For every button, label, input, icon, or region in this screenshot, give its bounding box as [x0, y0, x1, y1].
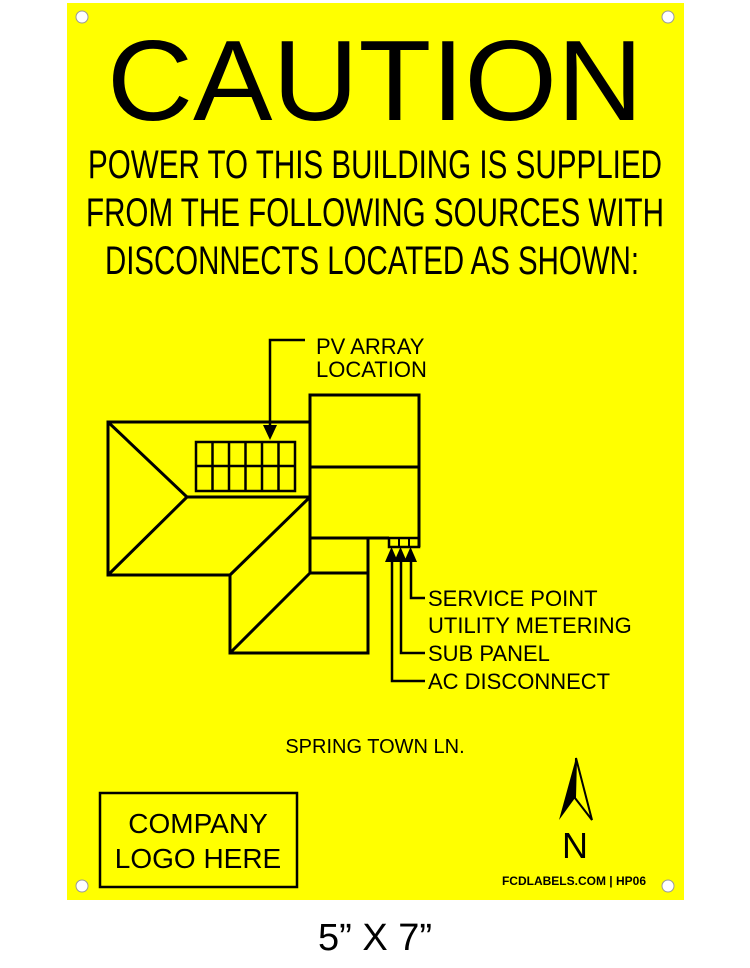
- arrow-up-icon: [404, 547, 417, 562]
- size-caption: 5” X 7”: [318, 917, 432, 959]
- footer-code: FCDLABELS.COM | HP06: [502, 874, 646, 888]
- logo-placeholder-line-2: LOGO HERE: [115, 843, 281, 874]
- logo-placeholder-line-1: COMPANY: [128, 808, 268, 839]
- callout-service-point: SERVICE POINT: [428, 586, 598, 611]
- mounting-hole-icon: [75, 10, 89, 24]
- sign-background: [67, 3, 684, 900]
- arrow-up-icon: [385, 547, 398, 562]
- message-line-3: DISCONNECTS LOCATED AS SHOWN:: [105, 239, 639, 283]
- arrow-down-icon: [263, 425, 277, 440]
- callout-sub-panel: SUB PANEL: [428, 641, 550, 666]
- north-label: N: [562, 825, 588, 866]
- sign-heading: CAUTION: [107, 18, 643, 145]
- wing-outline: [228, 538, 370, 655]
- mounting-hole-icon: [661, 10, 675, 24]
- mounting-hole-icon: [661, 879, 675, 893]
- pv-label-line-1: PV ARRAY: [316, 334, 425, 359]
- callout-utility-metering: UTILITY METERING: [428, 613, 632, 638]
- north-arrow-icon: [559, 757, 593, 821]
- pv-label-line-2: LOCATION: [316, 357, 427, 382]
- street-name: SPRING TOWN LN.: [285, 736, 464, 758]
- building-site-diagram: [106, 338, 425, 683]
- electrical-equipment-boxes: [387, 536, 421, 549]
- pv-leader-line: [268, 338, 305, 428]
- company-logo-placeholder: [98, 791, 299, 889]
- message-line-1: POWER TO THIS BUILDING IS SUPPLIED: [88, 143, 662, 187]
- callout-ac-disconnect: AC DISCONNECT: [428, 669, 610, 694]
- arrow-up-icon: [394, 547, 407, 562]
- roof-outline: [106, 420, 310, 577]
- mounting-hole-icon: [75, 879, 89, 893]
- message-line-2: FROM THE FOLLOWING SOURCES WITH: [86, 191, 664, 235]
- pv-array-grid: [194, 440, 297, 493]
